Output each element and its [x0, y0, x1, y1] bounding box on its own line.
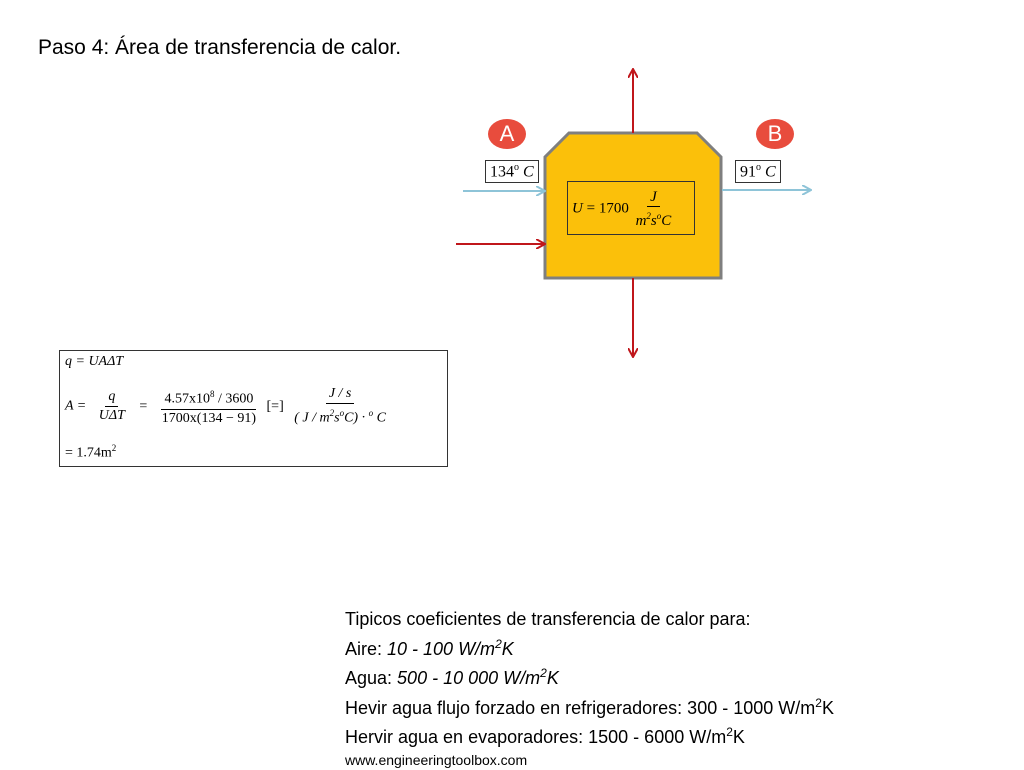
info-hervir: Hervir agua en evaporadores: 1500 - 6000…	[345, 725, 745, 747]
heat-exchanger-body	[543, 131, 723, 280]
source-url: www.engineeringtoolbox.com	[345, 751, 528, 768]
point-a-label: A	[488, 119, 526, 149]
outlet-temperature: 91o C	[735, 160, 781, 184]
area-equation: A = q UΔT = 4.57x108 / 3600 1700x(134 − …	[65, 386, 386, 426]
area-calculation-box: q = UAΔT A = q UΔT = 4.57x108 / 3600 170…	[59, 350, 448, 467]
page-title: Paso 4: Área de transferencia de calor.	[38, 36, 402, 59]
point-b-label: B	[756, 119, 794, 149]
info-agua: Agua: 500 - 10 000 W/m2K	[345, 666, 559, 688]
inlet-temperature: 134o C	[485, 160, 539, 184]
u-coefficient-box: U = 1700 J m2soC	[567, 181, 695, 235]
info-hevir: Hevir agua flujo forzado en refrigerador…	[345, 695, 834, 718]
heat-rate-equation: q = UAΔT	[65, 354, 124, 369]
area-result: = 1.74m2	[65, 443, 117, 461]
typical-coefficients-list: Tipicos coeficientes de transferencia de…	[345, 607, 834, 770]
info-heading: Tipicos coeficientes de transferencia de…	[345, 609, 751, 629]
info-aire: Aire: 10 - 100 W/m2K	[345, 636, 514, 659]
